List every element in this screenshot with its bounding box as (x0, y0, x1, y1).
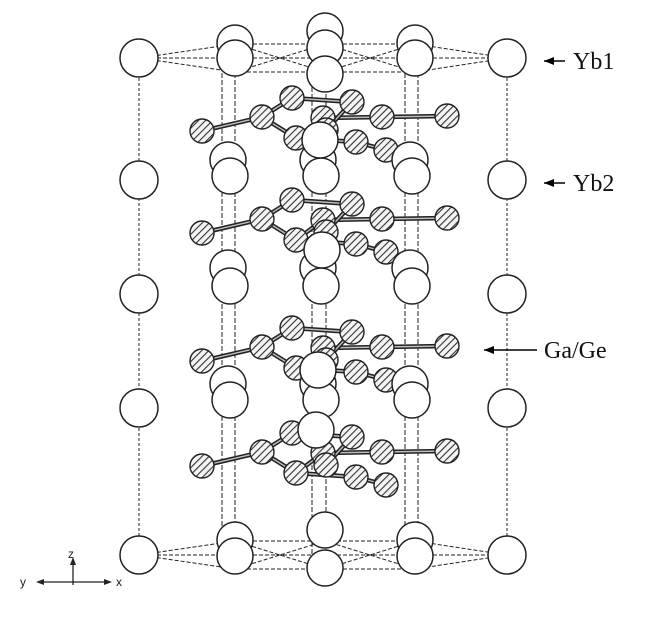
ga-ge-atom (434, 205, 460, 231)
z-axis-head (70, 557, 76, 565)
ga-ge-atom (343, 231, 369, 257)
yb2-atom (302, 267, 340, 305)
ga-ge-atom (279, 315, 305, 341)
label-arrows (484, 57, 565, 354)
ga-ge-atom (249, 104, 275, 130)
yb2-atom (487, 274, 527, 314)
ga-ge-atom (434, 103, 460, 129)
yb2-atom (119, 388, 159, 428)
label-ga-ge: Ga/Ge (544, 338, 607, 364)
yb1-atom (306, 549, 344, 587)
yb2-atom (211, 267, 249, 305)
ga-ge-atom (343, 464, 369, 490)
yb2-atom (393, 267, 431, 305)
yb2-atom (211, 157, 249, 195)
yb1-atom (487, 38, 527, 78)
ga-ge-atom (189, 453, 215, 479)
ga-ge-atom (189, 118, 215, 144)
yb2-atom (119, 274, 159, 314)
ga-ge-atom (283, 460, 309, 486)
ga-ge-atom (369, 439, 395, 465)
yb2-atom (487, 388, 527, 428)
yb2-atom (302, 157, 340, 195)
yb2-atom (297, 411, 335, 449)
ga-ge-atom (373, 472, 399, 498)
cell-edge-line (138, 57, 236, 73)
ga-ge-atom (434, 333, 460, 359)
ga-ge-atom (279, 85, 305, 111)
ga-ge-atom (343, 129, 369, 155)
ga-ge-atom (339, 89, 365, 115)
ga-ge-atom (373, 239, 399, 265)
ga-ge-atom (249, 439, 275, 465)
ga-ge-atom (339, 191, 365, 217)
yb1-atom (119, 38, 159, 78)
yb2-atom (299, 351, 337, 389)
label-yb2: Yb2 (573, 171, 615, 197)
yb2-atom (393, 381, 431, 419)
ga-ge-atom (343, 359, 369, 385)
ga-ge-atom (279, 187, 305, 213)
ga-ge-atom (313, 452, 339, 478)
yb2-atom (303, 231, 341, 269)
yb1-atom (216, 537, 254, 575)
yb1-atom (396, 537, 434, 575)
yb1-atom (396, 39, 434, 77)
atoms (119, 12, 527, 587)
ga-ge-atom (249, 206, 275, 232)
label-yb1: Yb1 (573, 49, 615, 75)
yb1-atom (119, 535, 159, 575)
yb1-atom (306, 55, 344, 93)
yb2-atom (301, 121, 339, 159)
ga-ge-atom (369, 334, 395, 360)
yb2-atom (393, 157, 431, 195)
yb1-atom (487, 535, 527, 575)
y-axis-head (36, 579, 44, 585)
yb1-atom (306, 511, 344, 549)
ga-ge-atom (339, 424, 365, 450)
axis-label-y: y (20, 575, 26, 589)
arrow-yb1-head (544, 57, 554, 65)
arrow-yb2-head (544, 179, 554, 187)
cell-edge-line (138, 554, 236, 570)
ga-ge-atom (249, 334, 275, 360)
x-axis-head (104, 579, 112, 585)
ga-ge-atom (369, 104, 395, 130)
axis-label-z: z (68, 547, 74, 561)
ga-ge-atom (369, 206, 395, 232)
yb1-atom (216, 39, 254, 77)
ga-ge-atom (189, 348, 215, 374)
yb2-atom (487, 160, 527, 200)
ga-ge-atom (434, 438, 460, 464)
ga-ge-atom (339, 319, 365, 345)
axis-triad (36, 557, 112, 585)
yb2-atom (211, 381, 249, 419)
ga-ge-atom (189, 220, 215, 246)
yb2-atom (119, 160, 159, 200)
arrow-ga-ge-head (484, 346, 494, 354)
axis-label-x: x (116, 575, 122, 589)
